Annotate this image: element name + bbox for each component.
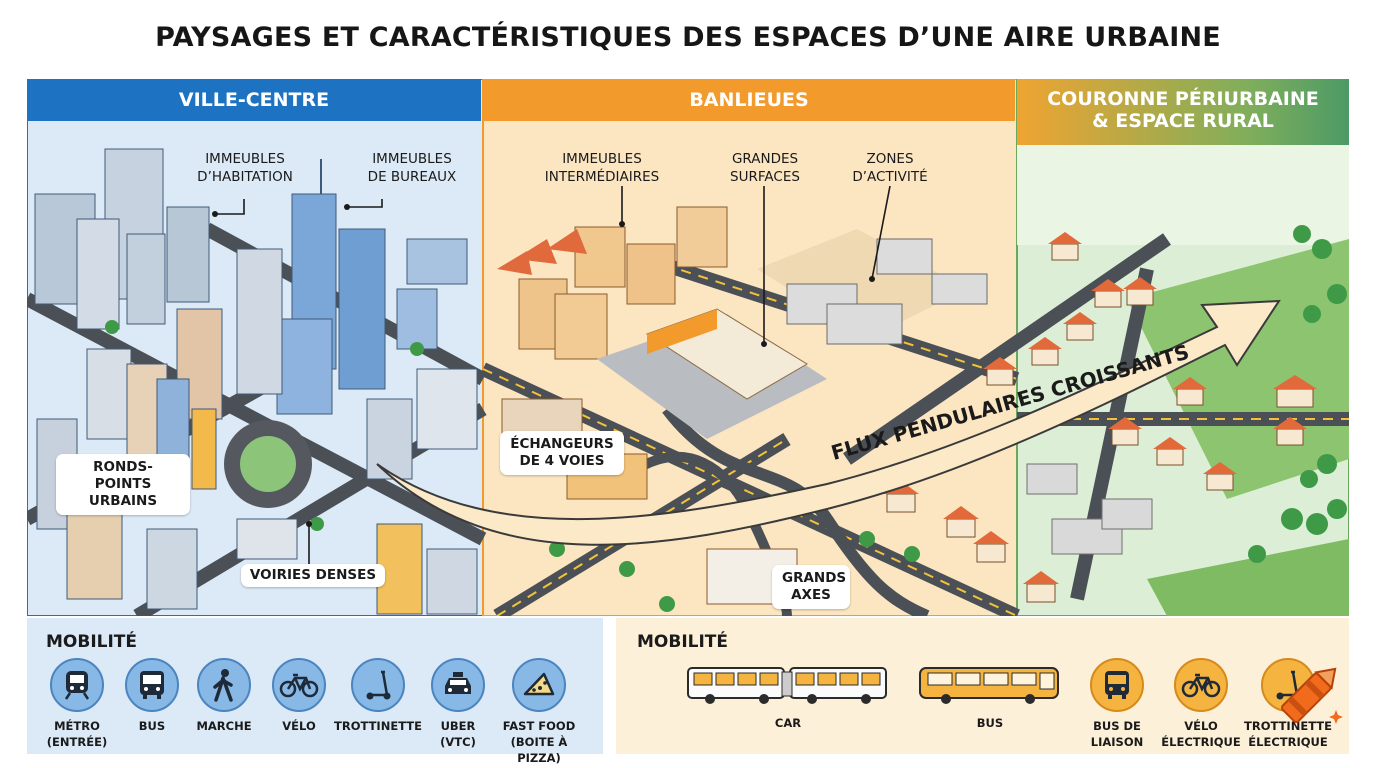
mobility-label: VÉLO bbox=[282, 719, 316, 733]
bus-icon bbox=[1090, 658, 1144, 712]
mobility-item-bus-orange: BUS bbox=[918, 664, 1062, 731]
mobility-item-uber: UBER (VTC) bbox=[408, 658, 508, 750]
walking-icon bbox=[197, 658, 251, 712]
mobility-item-bus-liaison: BUS DE LIAISON bbox=[1067, 658, 1167, 750]
tag-line: DE 4 VOIES bbox=[519, 453, 605, 469]
bus-icon bbox=[125, 658, 179, 712]
callout-zones-activite: ZONES D’ACTIVITÉ bbox=[840, 150, 940, 186]
callout-line: INTERMÉDIAIRES bbox=[544, 169, 660, 185]
mobility-item-velo-electrique: VÉLO ÉLECTRIQUE bbox=[1151, 658, 1251, 750]
tag-line: GRANDS bbox=[782, 570, 847, 586]
callout-line: D’ACTIVITÉ bbox=[852, 169, 928, 185]
mobility-panel-ville: MOBILITÉ MÉTRO (ENTRÉE) BUS MARCHE VÉLO T… bbox=[27, 618, 603, 765]
mobility-label: (VTC) bbox=[440, 735, 476, 749]
tag-echangeurs-4-voies: ÉCHANGEURS DE 4 VOIES bbox=[500, 431, 624, 475]
tag-line: RONDS-POINTS bbox=[93, 459, 153, 492]
header-couronne-line1: COURONNE PÉRIURBAINE bbox=[1047, 88, 1319, 110]
pizza-icon bbox=[512, 658, 566, 712]
mobility-label: TROTTINETTE bbox=[334, 719, 422, 733]
mobility-label: MARCHE bbox=[196, 719, 252, 733]
callout-line: IMMEUBLES bbox=[205, 151, 285, 167]
metro-icon bbox=[50, 658, 104, 712]
callout-line: GRANDES bbox=[731, 151, 799, 167]
mobility-label: VÉLO bbox=[1184, 719, 1218, 733]
header-banlieues: BANLIEUES bbox=[483, 79, 1015, 121]
mobility-label: MÉTRO bbox=[54, 719, 100, 733]
mobility-label: TROTTINETTE bbox=[1244, 719, 1332, 733]
callout-immeubles-habitation: IMMEUBLES D’HABITATION bbox=[183, 150, 307, 186]
mobility-item-velo: VÉLO bbox=[249, 658, 349, 734]
callout-line: SURFACES bbox=[730, 169, 800, 185]
header-couronne-line2: & ESPACE RURAL bbox=[1092, 110, 1274, 132]
mobility-item-trottinette: TROTTINETTE bbox=[328, 658, 428, 734]
callout-line: DE BUREAUX bbox=[367, 169, 457, 185]
taxi-icon bbox=[431, 658, 485, 712]
mobility-item-marche: MARCHE bbox=[174, 658, 274, 734]
tag-voiries-denses: VOIRIES DENSES bbox=[241, 564, 385, 587]
mobility-label: BUS bbox=[976, 716, 1004, 730]
header-couronne-periurbaine: COURONNE PÉRIURBAINE & ESPACE RURAL bbox=[1017, 79, 1349, 145]
header-ville-centre: VILLE-CENTRE bbox=[27, 79, 481, 121]
callout-line: IMMEUBLES bbox=[562, 151, 642, 167]
coach-icon bbox=[919, 667, 1059, 704]
callout-line: IMMEUBLES bbox=[372, 151, 452, 167]
mobility-label: CAR bbox=[774, 716, 802, 730]
bicycle-icon bbox=[1174, 658, 1228, 712]
mobility-item-car: CAR bbox=[686, 664, 890, 731]
tag-line: AXES bbox=[791, 587, 831, 603]
mobility-item-fast-food: FAST FOOD (BOITE À PIZZA) bbox=[489, 658, 589, 766]
mobility-label: ÉLECTRIQUE bbox=[1161, 735, 1241, 749]
bicycle-icon bbox=[272, 658, 326, 712]
mobility-item-metro: MÉTRO (ENTRÉE) bbox=[27, 658, 127, 750]
mobility-label: UBER bbox=[440, 719, 476, 733]
tag-line: ÉCHANGEURS bbox=[510, 436, 614, 452]
crayon-logo-icon bbox=[1280, 667, 1343, 724]
tag-grands-axes: GRANDS AXES bbox=[772, 565, 850, 609]
articulated-bus-icon bbox=[687, 667, 887, 704]
urban-area-illustration: FLUX PENDULAIRES CROISSANTS bbox=[27, 79, 1349, 616]
callout-line: ZONES bbox=[866, 151, 914, 167]
callout-immeubles-intermediaires: IMMEUBLES INTERMÉDIAIRES bbox=[530, 150, 674, 186]
mobility-label: (ENTRÉE) bbox=[46, 735, 108, 749]
page-title: PAYSAGES ET CARACTÉRISTIQUES DES ESPACES… bbox=[155, 22, 1221, 53]
mobility-label: BUS DE bbox=[1093, 719, 1141, 733]
tag-ronds-points-urbains: RONDS-POINTS URBAINS bbox=[56, 454, 190, 515]
mobility-panel-peripherie: MOBILITÉ CAR BUS BUS DE LIAISON bbox=[616, 618, 1349, 754]
callout-line: D’HABITATION bbox=[197, 169, 293, 185]
callout-immeubles-bureaux: IMMEUBLES DE BUREAUX bbox=[350, 150, 474, 186]
mobility-label: LIAISON bbox=[1090, 735, 1144, 749]
mobility-label: ÉLECTRIQUE bbox=[1248, 735, 1328, 749]
mobility-title: MOBILITÉ bbox=[637, 632, 729, 652]
callout-grandes-surfaces: GRANDES SURFACES bbox=[715, 150, 815, 186]
mobility-label: BUS bbox=[138, 719, 166, 733]
tag-line: VOIRIES DENSES bbox=[249, 567, 377, 583]
tag-line: URBAINS bbox=[88, 493, 158, 509]
mobility-item-bus: BUS bbox=[102, 658, 202, 734]
mobility-label: FAST FOOD bbox=[502, 719, 576, 733]
mobility-title: MOBILITÉ bbox=[46, 632, 138, 652]
scooter-icon bbox=[351, 658, 405, 712]
mobility-label: (BOITE À PIZZA) bbox=[510, 735, 568, 765]
